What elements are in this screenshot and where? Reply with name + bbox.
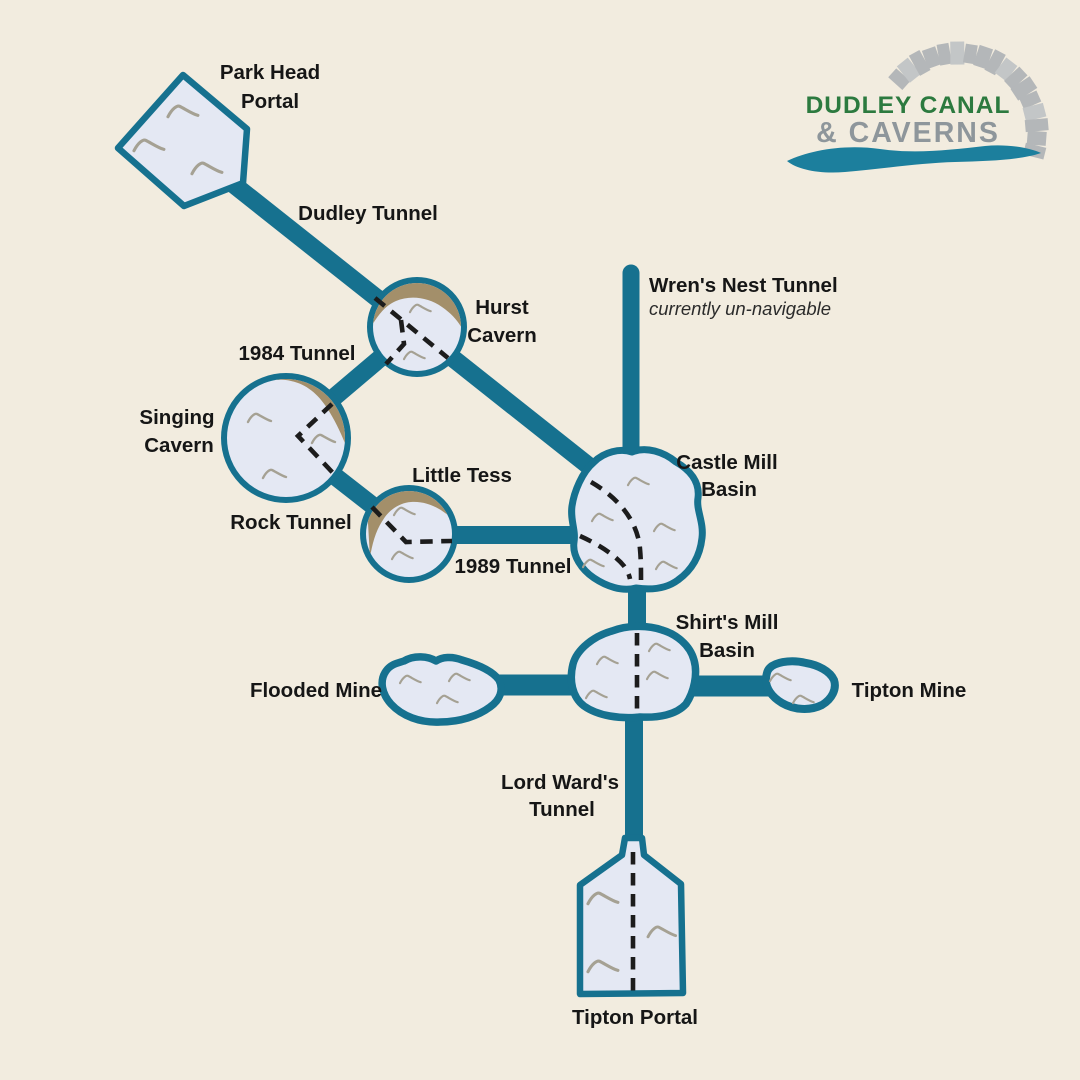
tipton-mine-shape [761,657,839,713]
singing-route [294,402,336,476]
tunnel-1984-label: 1984 Tunnel [239,342,356,365]
shirts-mill-basin-label-2: Basin [699,639,755,662]
logo-arch-brick [908,49,931,76]
hurst-cavern-label-2: Cavern [467,324,537,347]
logo-brand-line1: DUDLEY CANAL [806,92,1011,119]
wrens-nest-status-label: currently un-navigable [649,298,831,319]
logo-arch-brick [962,43,978,65]
wrens-nest-tunnel-label: Wren's Nest Tunnel [649,274,838,297]
little-tess-label: Little Tess [412,464,512,487]
tunnel-1989-label: 1989 Tunnel [455,555,572,578]
logo-arch-brick [1026,130,1047,146]
flooded-mine-shape [378,653,505,726]
hurst-route-branch [384,319,407,366]
tipton-portal-label: Tipton Portal [572,1006,698,1029]
logo-arch-brick [1004,66,1028,90]
logo-arch-brick [1019,90,1042,110]
map-labels: Park Head Portal Dudley Tunnel Hurst Cav… [139,61,966,1029]
singing-cavern-shape [221,373,351,503]
castle-mill-basin-shape [568,446,706,593]
logo-arch-brick [888,68,911,90]
logo-wave-icon [787,145,1041,173]
logo-arch-brick [950,41,965,65]
castle-mill-basin-label-1: Castle Mill [676,451,777,474]
castle-mill-basin-label-2: Basin [701,478,757,501]
logo-arch-brick [1024,118,1049,133]
rock-tunnel-label: Rock Tunnel [230,511,352,534]
walking-routes [294,296,644,991]
map-shapes [114,71,839,998]
dudley-tunnel-label: Dudley Tunnel [298,202,438,225]
singing-cavern-label-2: Cavern [144,434,214,457]
logo-arch-brick [994,57,1018,82]
singing-cavern-label-1: Singing [139,406,214,429]
park-head-portal-shape [114,71,251,210]
castle-mill-route-b [579,533,633,580]
shirts-mill-basin-shape [567,622,700,722]
logo-brand-line2: & CAVERNS [816,117,1000,149]
park-head-portal-label-1: Park Head [220,61,320,84]
hurst-cavern-label-1: Hurst [475,296,529,319]
little-tess-route [370,505,453,545]
logo-arch-brick [921,46,942,69]
logo-arch-brick [1010,76,1038,101]
flooded-mine-label: Flooded Mine [250,679,382,702]
shirts-mill-basin-label-1: Shirt's Mill [676,611,779,634]
park-head-portal-label-2: Portal [241,90,299,113]
logo-arch-icon [888,41,1049,160]
castle-mill-route-a [589,480,644,581]
singing-rock-shade [227,379,345,460]
logo-arch-brick [1022,102,1047,122]
logo-arch-brick [936,42,953,66]
lord-wards-tunnel-label-2: Tunnel [529,798,595,821]
logo-arch-brick [896,57,921,83]
tipton-mine-label: Tipton Mine [852,679,967,702]
logo: DUDLEY CANAL & CAVERNS [787,41,1049,173]
lord-wards-tunnel-label-1: Lord Ward's [501,771,619,794]
logo-arch-brick [984,49,1006,76]
hurst-route-main [373,296,450,360]
little-tess-rock-shade [366,491,452,558]
